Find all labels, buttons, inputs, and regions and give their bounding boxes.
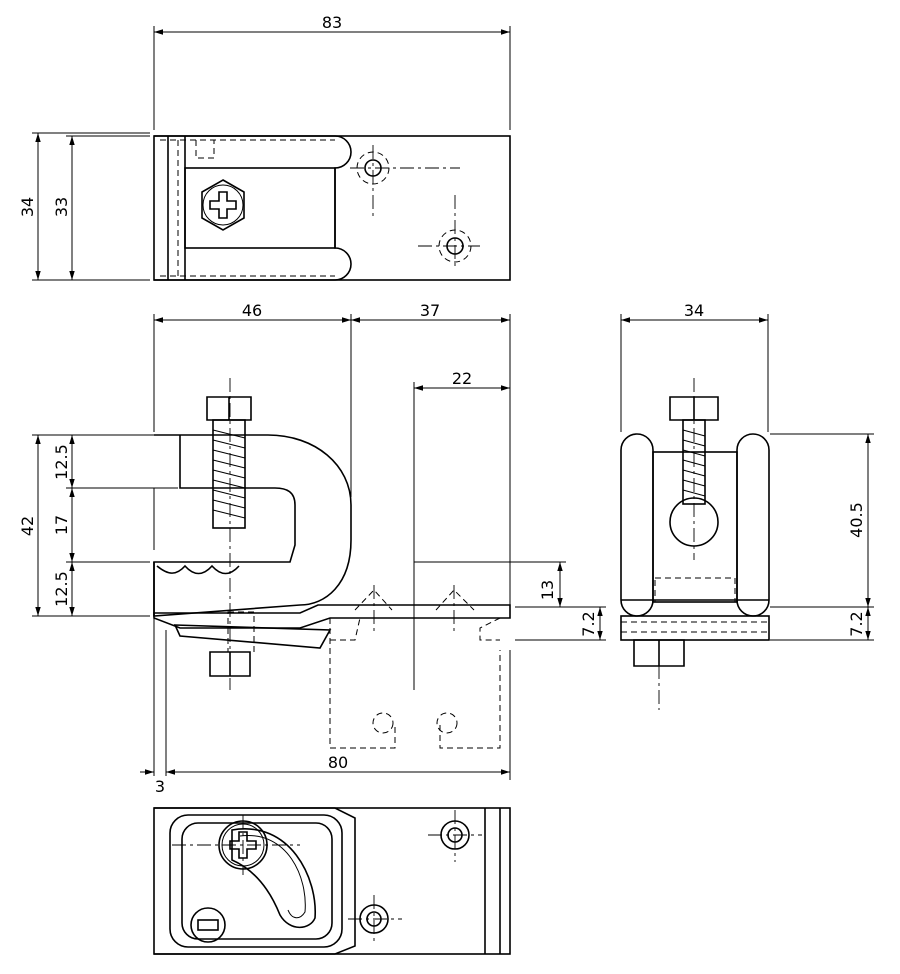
dim-front-upper: 12.5 [52,444,71,480]
mounting-hole-icon [418,195,480,270]
dim-front-inner-width: 22 [452,369,472,388]
dim-front-right-width: 37 [420,301,440,320]
mounting-hole-icon [428,810,482,862]
mounting-hole-icon [348,895,402,945]
dim-side-height: 40.5 [847,502,866,538]
dim-front-small-offset: 3 [155,777,165,796]
dim-front-left-width: 46 [242,301,262,320]
dim-side-base: 7.2 [847,611,866,636]
top-view: 83 34 33 [18,13,511,281]
dim-front-base: 7.2 [579,611,598,636]
dim-front-lower: 12.5 [52,571,71,607]
front-view: 46 37 22 42 12.5 17 12.5 13 7.2 80 3 [18,301,606,796]
dim-side-width: 34 [684,301,704,320]
dim-top-width: 83 [322,13,342,32]
dim-front-bottom-width: 80 [328,753,348,772]
bottom-view [153,807,511,955]
side-view: 34 40.5 7.2 [620,301,874,710]
dim-front-middle: 17 [52,515,71,535]
mounting-hole-icon [350,145,460,220]
dim-top-height-outer: 34 [18,197,37,217]
bolt-icon [206,378,255,690]
dim-front-offset-13: 13 [538,580,557,600]
dim-front-total-height: 42 [18,516,37,536]
dim-top-height-inner: 33 [52,197,71,217]
hex-bolt-icon [201,179,245,231]
